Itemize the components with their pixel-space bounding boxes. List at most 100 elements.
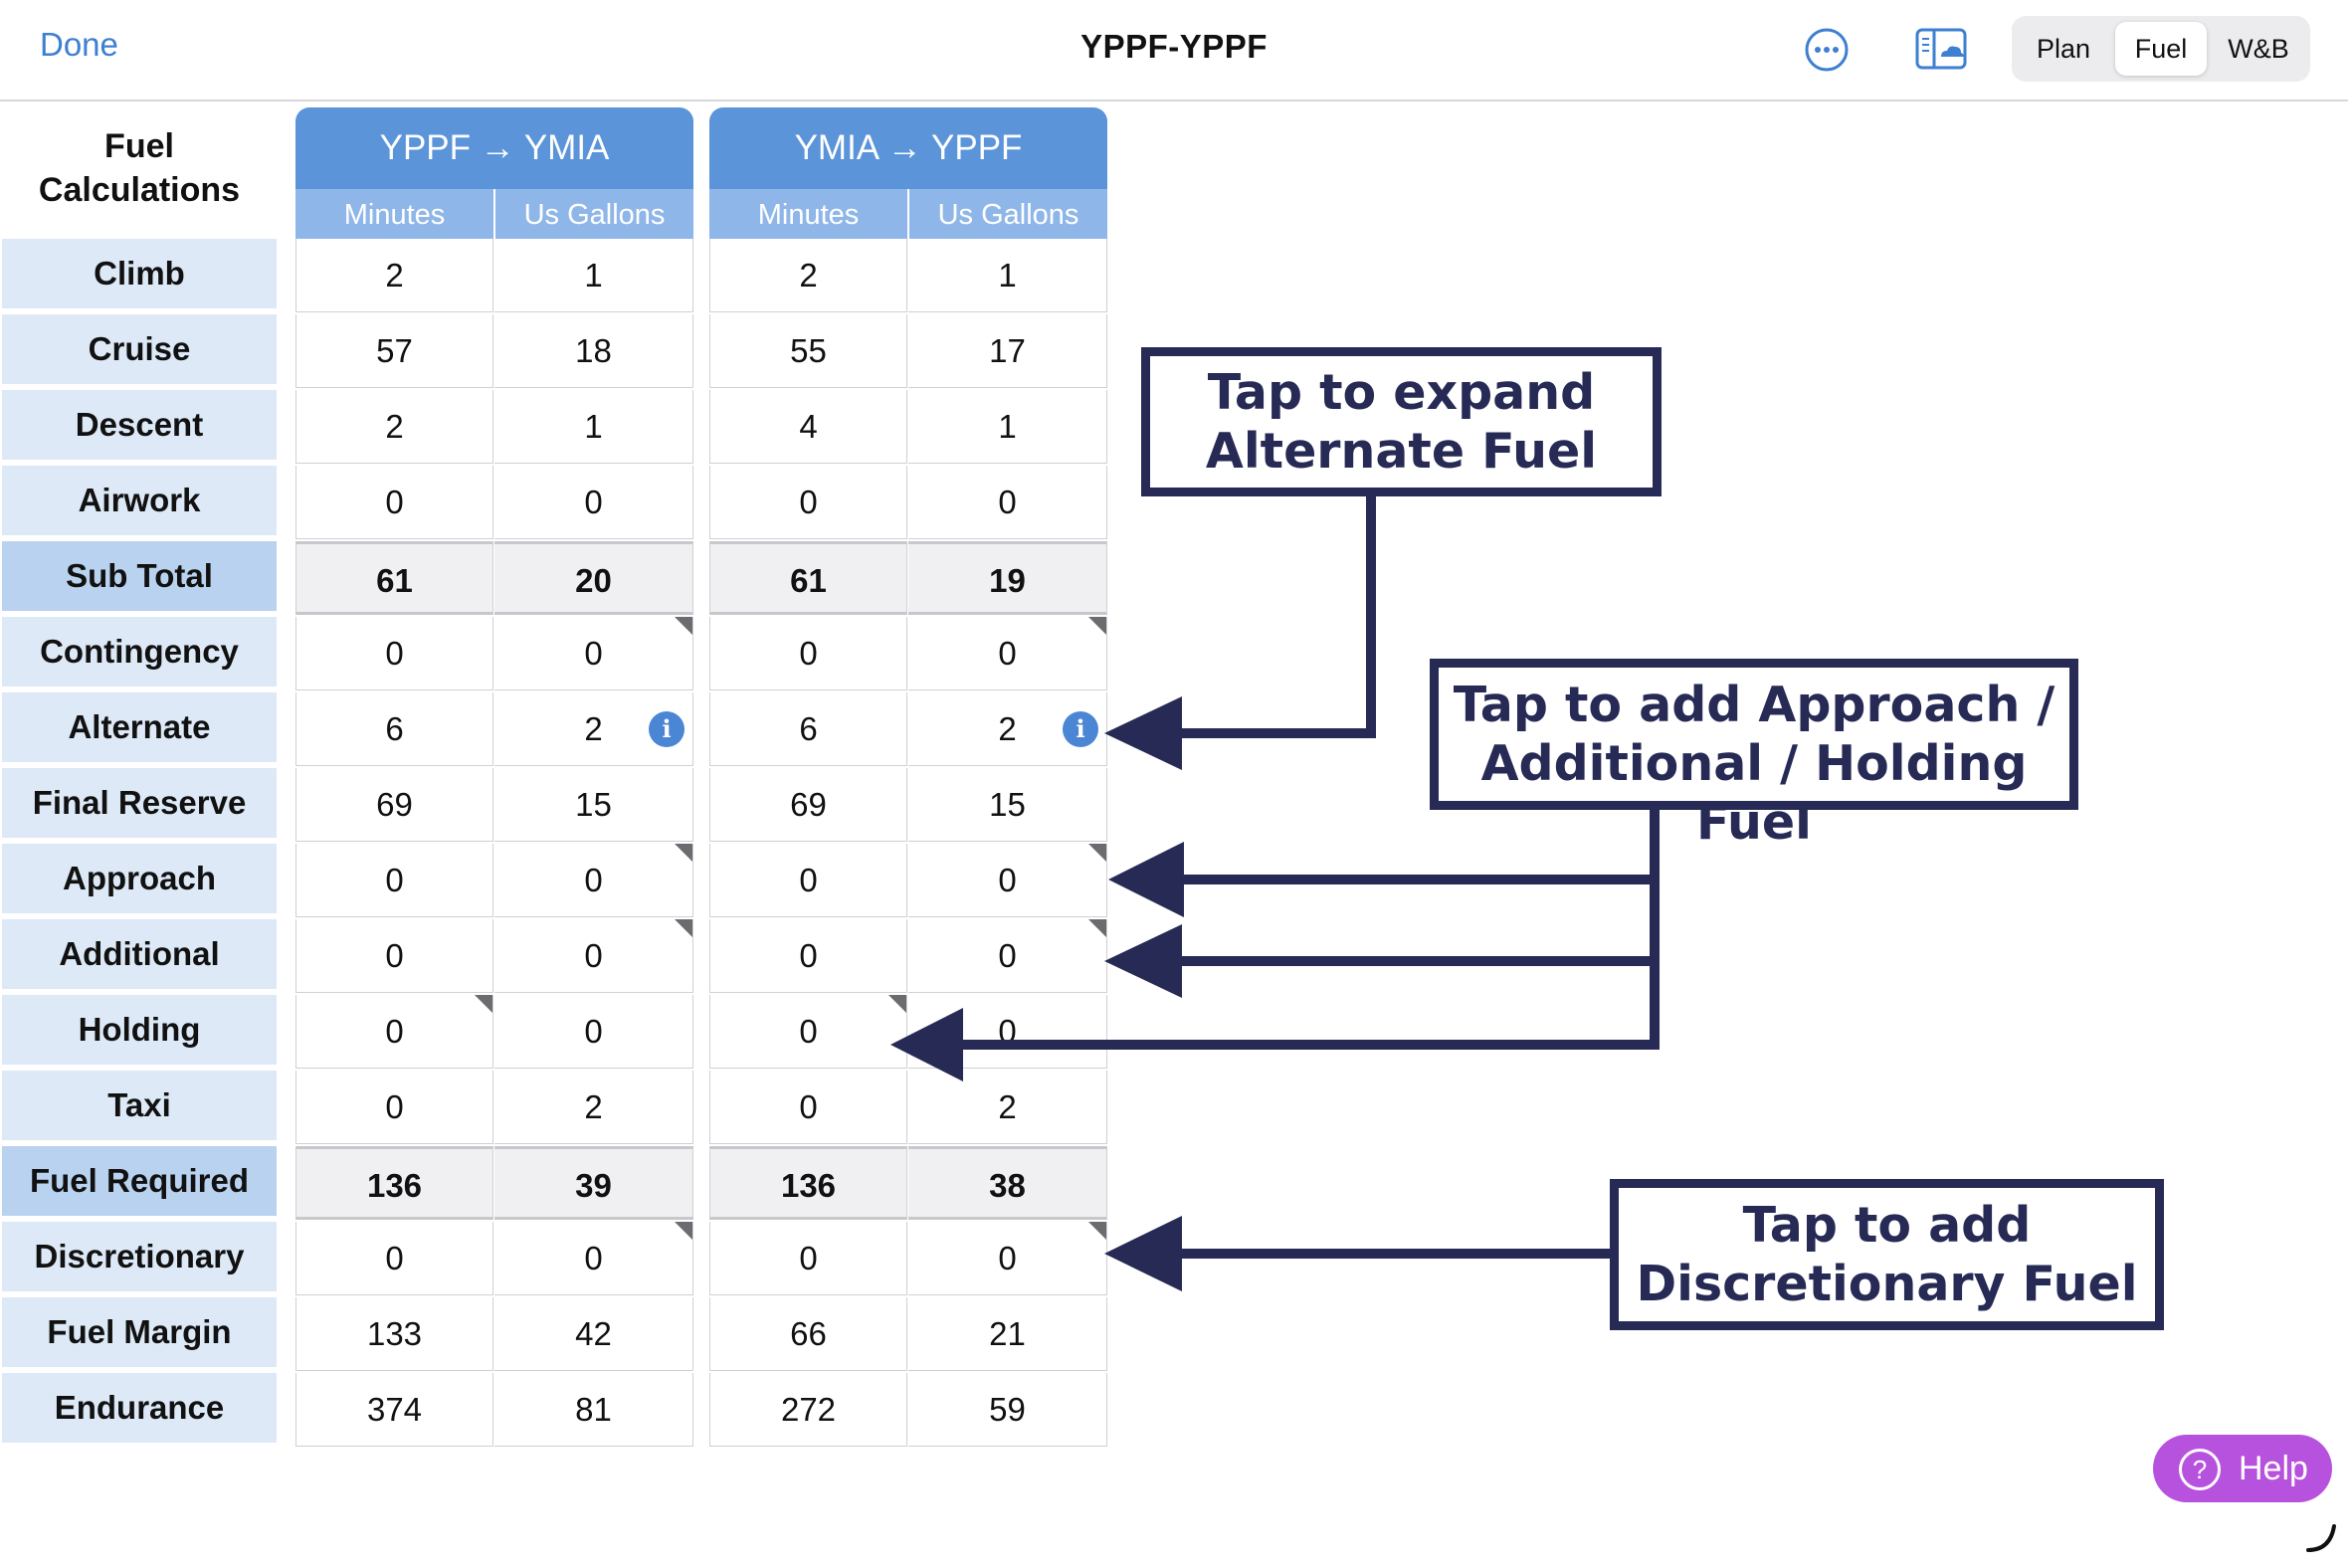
cell-value: 0 — [385, 1088, 404, 1125]
info-icon[interactable]: i — [1063, 711, 1098, 747]
approach-minutes-cell: 0 — [295, 844, 493, 917]
cell-value: 0 — [584, 635, 603, 672]
row-label-descent[interactable]: Descent — [2, 390, 277, 460]
row-label-discretionary[interactable]: Discretionary — [2, 1222, 277, 1291]
cell-value: 17 — [989, 332, 1026, 369]
cell-value: 0 — [584, 1240, 603, 1276]
row-label-endurance[interactable]: Endurance — [2, 1373, 277, 1443]
editable-corner-icon — [675, 1222, 692, 1240]
approach-gallons-cell[interactable]: 0 — [908, 844, 1107, 917]
cruise-gallons-cell: 17 — [908, 314, 1107, 388]
cell-value: 374 — [366, 1391, 423, 1428]
discretionary-gallons-cell[interactable]: 0 — [908, 1222, 1107, 1295]
additional-gallons-cell[interactable]: 0 — [494, 919, 693, 993]
row-label-fuel-margin[interactable]: Fuel Margin — [2, 1297, 277, 1367]
row-label-holding[interactable]: Holding — [2, 995, 277, 1065]
final-reserve-gallons-cell: 15 — [494, 768, 693, 842]
airwork-minutes-cell: 0 — [295, 466, 493, 539]
cell-value: 4 — [799, 408, 818, 445]
callout-line: Tap to expand — [1207, 364, 1596, 421]
editable-corner-icon — [888, 995, 906, 1013]
discretionary-fuel-callout: Tap to add Discretionary Fuel — [1610, 1179, 2164, 1330]
cell-value: 272 — [780, 1391, 837, 1428]
cell-value: 0 — [998, 635, 1017, 672]
row-label-taxi[interactable]: Taxi — [2, 1071, 277, 1140]
gallons-column-header: Us Gallons — [495, 189, 693, 241]
sub-total-minutes-cell: 61 — [709, 541, 907, 615]
row-label-alternate[interactable]: Alternate — [2, 692, 277, 762]
cell-value: 19 — [989, 562, 1026, 599]
cell-value: 69 — [376, 786, 413, 823]
row-label-cruise[interactable]: Cruise — [2, 314, 277, 384]
additional-gallons-cell[interactable]: 0 — [908, 919, 1107, 993]
sub-total-minutes-cell: 61 — [295, 541, 493, 615]
cell-value: 2 — [584, 1088, 603, 1125]
fuel-margin-gallons-cell: 21 — [908, 1297, 1107, 1371]
sub-total-gallons-cell: 20 — [494, 541, 693, 615]
cell-value: 39 — [575, 1167, 612, 1204]
contingency-gallons-cell[interactable]: 0 — [908, 617, 1107, 690]
climb-gallons-cell: 1 — [908, 239, 1107, 312]
row-label-fuel-required[interactable]: Fuel Required — [2, 1146, 277, 1216]
segment-plan[interactable]: Plan — [2036, 34, 2091, 64]
cell-value: 2 — [385, 257, 404, 294]
cell-value: 69 — [790, 786, 827, 823]
taxi-minutes-cell: 0 — [709, 1071, 907, 1144]
row-label-sub-total[interactable]: Sub Total — [2, 541, 277, 611]
holding-minutes-cell[interactable]: 0 — [709, 995, 907, 1069]
row-label-additional[interactable]: Additional — [2, 919, 277, 989]
done-button[interactable]: Done — [40, 26, 118, 63]
sub-total-gallons-cell: 19 — [908, 541, 1107, 615]
alternate-minutes-cell[interactable]: 6 — [709, 692, 907, 766]
row-label-airwork[interactable]: Airwork — [2, 466, 277, 535]
holding-minutes-cell[interactable]: 0 — [295, 995, 493, 1069]
taxi-minutes-cell: 0 — [295, 1071, 493, 1144]
cell-value: 2 — [998, 710, 1017, 747]
cell-value: 2 — [799, 257, 818, 294]
row-label-final-reserve[interactable]: Final Reserve — [2, 768, 277, 838]
fuel-margin-gallons-cell: 42 — [494, 1297, 693, 1371]
cell-value: 21 — [989, 1315, 1026, 1352]
holding-gallons-cell: 0 — [908, 995, 1107, 1069]
cell-value: 0 — [584, 1013, 603, 1050]
resize-handle-icon[interactable] — [2304, 1520, 2340, 1556]
editable-corner-icon — [1088, 844, 1106, 862]
cell-value: 0 — [385, 862, 404, 898]
cell-value: 6 — [799, 710, 818, 747]
cell-value: 0 — [584, 484, 603, 520]
cell-value: 0 — [799, 1240, 818, 1276]
approach-gallons-cell[interactable]: 0 — [494, 844, 693, 917]
segment-wb[interactable]: W&B — [2228, 34, 2289, 64]
segment-fuel[interactable]: Fuel — [2115, 22, 2207, 76]
row-label-climb[interactable]: Climb — [2, 239, 277, 308]
discretionary-gallons-cell[interactable]: 0 — [494, 1222, 693, 1295]
cell-value: 1 — [584, 408, 603, 445]
cell-value: 57 — [376, 332, 413, 369]
cloud-book-icon[interactable] — [1915, 28, 1967, 70]
alternate-minutes-cell[interactable]: 6 — [295, 692, 493, 766]
cell-value: 0 — [385, 1240, 404, 1276]
row-label-contingency[interactable]: Contingency — [2, 617, 277, 686]
row-label-approach[interactable]: Approach — [2, 844, 277, 913]
cell-value: 0 — [799, 484, 818, 520]
info-icon[interactable]: i — [649, 711, 685, 747]
minutes-column-header: Minutes — [295, 189, 493, 241]
fuel-margin-minutes-cell: 66 — [709, 1297, 907, 1371]
cell-value: 0 — [799, 937, 818, 974]
cell-value: 0 — [799, 1013, 818, 1050]
cell-value: 0 — [385, 484, 404, 520]
callout-line: Tap to add Approach / — [1453, 677, 2055, 733]
endurance-minutes-cell: 272 — [709, 1373, 907, 1447]
callout-line: Additional / Holding Fuel — [1480, 735, 2028, 851]
contingency-gallons-cell[interactable]: 0 — [494, 617, 693, 690]
view-segmented-control: Plan Fuel W&B — [2012, 16, 2310, 82]
cell-value: 1 — [584, 257, 603, 294]
more-options-icon[interactable] — [1803, 26, 1851, 74]
additional-minutes-cell: 0 — [709, 919, 907, 993]
help-button[interactable]: ? Help — [2153, 1435, 2332, 1502]
cell-value: 61 — [376, 562, 413, 599]
cell-value: 133 — [366, 1315, 423, 1352]
cell-value: 0 — [385, 1013, 404, 1050]
